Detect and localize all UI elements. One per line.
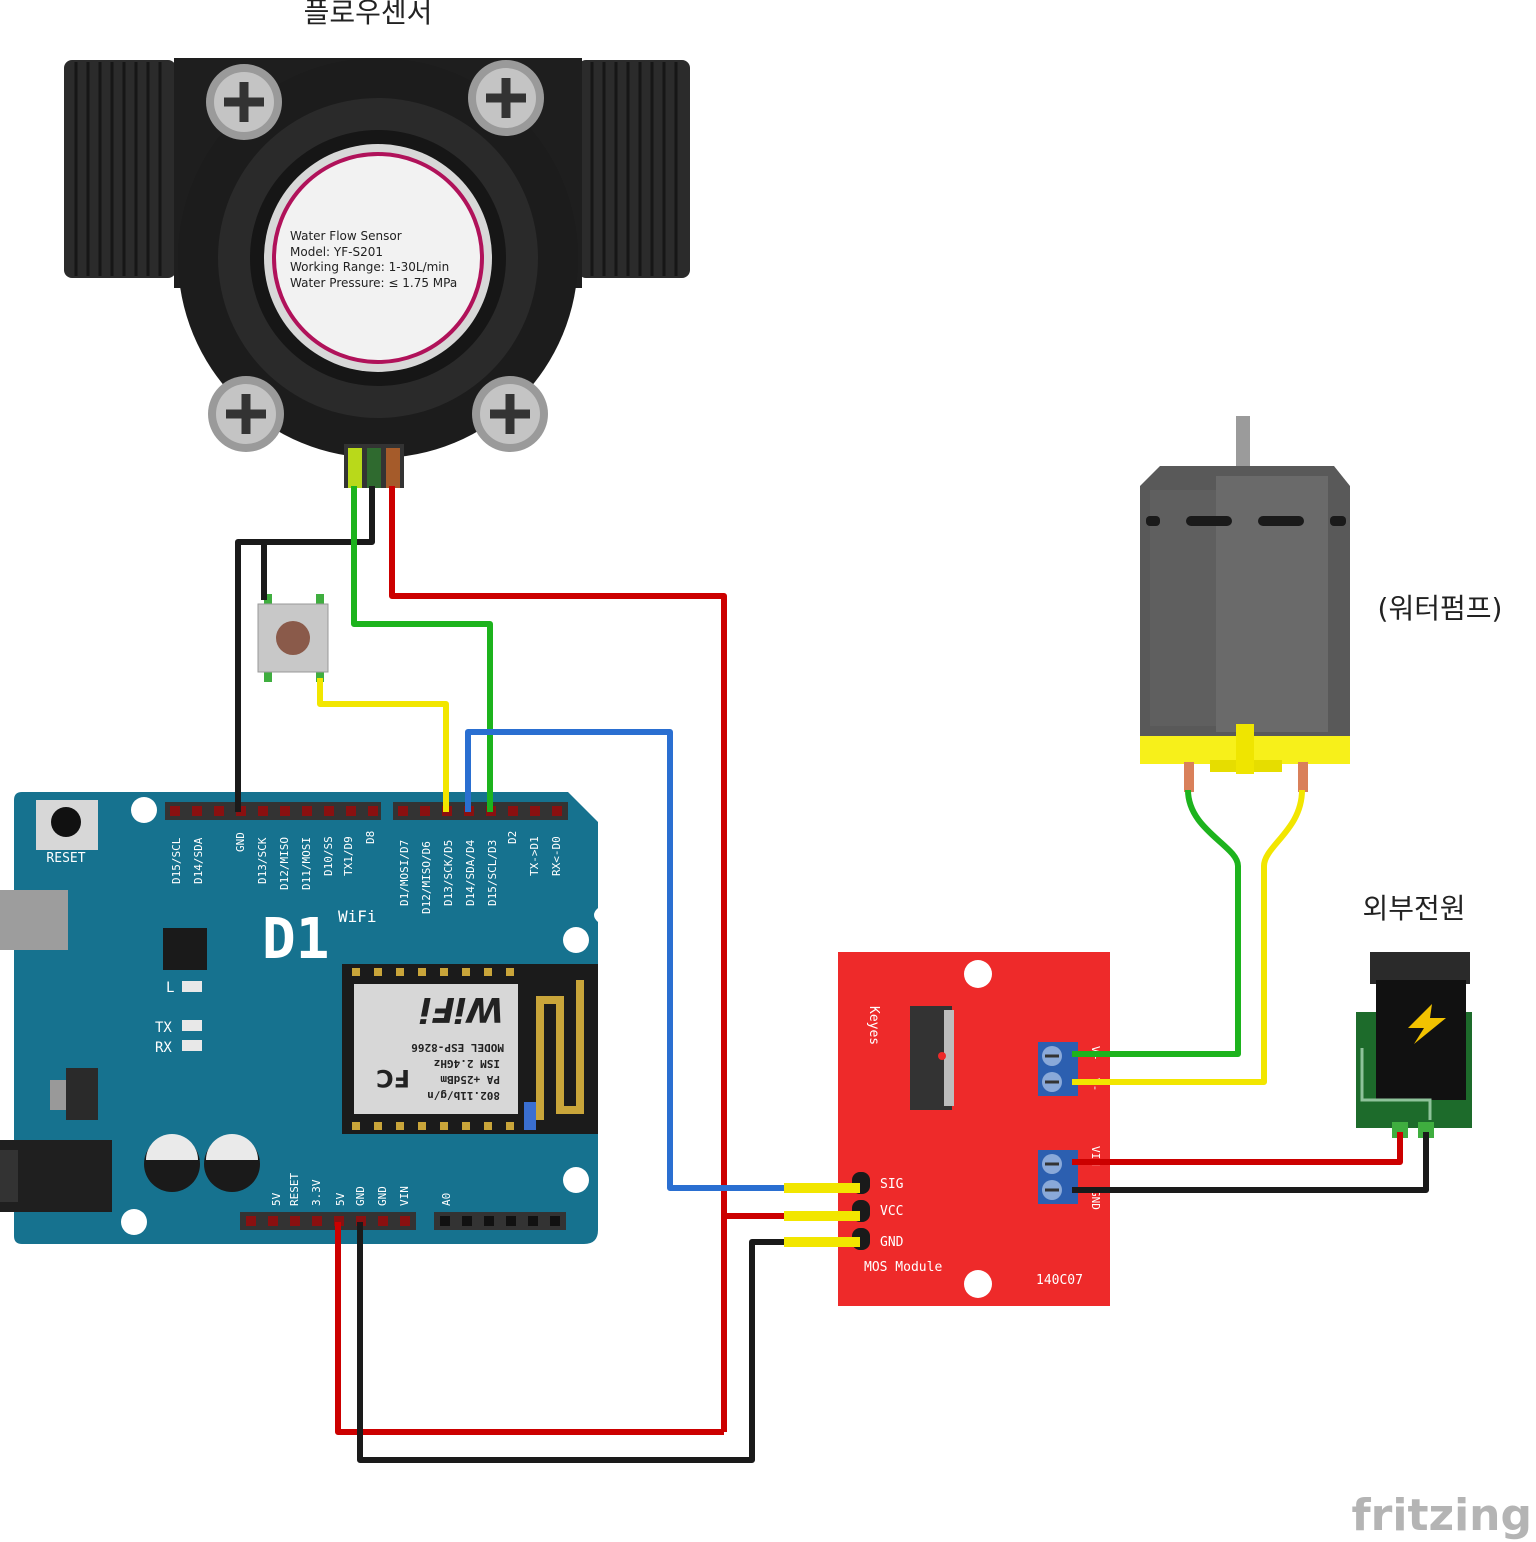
pin-label: TX1/D9 <box>342 836 355 876</box>
pin-label: D2 <box>506 831 519 844</box>
pin-label: D15/SCL <box>170 837 183 884</box>
mos-pin-vcc: VCC <box>880 1204 903 1219</box>
sensor-label-line3: Working Range: 1-30L/min <box>290 260 449 274</box>
wire-black-sensor-gnd <box>235 486 375 812</box>
esp-line1: 802.11b/g/n <box>427 1089 500 1102</box>
pin-label: GND <box>376 1186 389 1206</box>
wire-green-motor <box>1072 789 1241 1057</box>
flow-sensor-title: 플로우센서 <box>304 0 433 29</box>
d1-wifi-text: WiFi <box>338 907 377 926</box>
pin-label: D12/MISO/D6 <box>420 841 433 914</box>
reset-button[interactable] <box>36 800 98 850</box>
pin-label: D1/MOSI/D7 <box>398 840 411 906</box>
external-power-label: 외부전원 <box>1362 892 1465 925</box>
wemos-d1-board: RESET D1 WiFi L <box>0 792 598 1244</box>
pin-label: D12/MISO <box>278 837 291 890</box>
dc-power-jack <box>1356 952 1472 1138</box>
pin-label: D15/SCL/D3 <box>486 840 499 906</box>
sensor-label-line2: Model: YF-S201 <box>290 245 383 259</box>
pin-label: D10/SS <box>322 836 335 876</box>
mos-pin-gnd: GND <box>880 1235 904 1250</box>
wire-black-ext-power <box>1072 1132 1429 1193</box>
capacitor-icon <box>144 1134 260 1192</box>
esp-wifi-logo: WiFi <box>419 989 504 1029</box>
fritzing-watermark: fritzing <box>1352 1490 1532 1541</box>
esp-line3: ISM 2.4GHz <box>434 1057 500 1070</box>
wire-red-ext-power <box>1072 1132 1403 1165</box>
wire-yellow-motor <box>1072 789 1305 1085</box>
esp-line4: MODEL ESP-8266 <box>411 1041 504 1054</box>
pin-label: RX<-D0 <box>550 836 563 876</box>
wire-green-signal <box>351 486 493 812</box>
pin-label: D13/SCK <box>256 837 269 884</box>
push-button[interactable] <box>257 594 329 682</box>
mos-pin-sig: SIG <box>880 1177 904 1192</box>
pin-label: GND <box>354 1186 367 1206</box>
sensor-label-line1: Water Flow Sensor <box>290 229 402 243</box>
d1-logo: D1 <box>262 907 329 972</box>
sensor-label-line4: Water Pressure: ≤ 1.75 MPa <box>290 276 457 290</box>
pin-label: D14/SDA/D4 <box>464 839 477 906</box>
screw-terminal-input[interactable] <box>1038 1150 1078 1204</box>
pin-label: GND <box>234 832 247 852</box>
wires <box>235 486 1429 1463</box>
pin-label: 5V <box>270 1192 283 1206</box>
wire-red-sensor-vcc <box>389 486 727 1432</box>
esp-line2: PA +25dBm <box>440 1073 500 1086</box>
mos-brand: Keyes <box>866 1006 881 1045</box>
mos-module: Keyes V+ V- VIN GND SIG VCC GND MOS Modu… <box>838 952 1110 1306</box>
led-rx-label: RX <box>155 1040 172 1056</box>
screw-icon <box>468 60 544 136</box>
water-flow-sensor: Water Flow Sensor Model: YF-S201 Working… <box>64 58 690 488</box>
wire-black-gnd <box>357 1222 860 1463</box>
screw-icon <box>206 64 282 140</box>
pin-label: 5V <box>334 1192 347 1206</box>
pin-label: D13/SCK/D5 <box>442 840 455 906</box>
screw-terminal-output[interactable] <box>1038 1042 1078 1096</box>
pin-label: D11/MOSI <box>300 837 313 890</box>
pin-label: 3.3V <box>310 1179 323 1206</box>
mos-in-label-gnd: GND <box>1089 1190 1102 1210</box>
water-pump-label: (워터펌프) <box>1378 592 1503 625</box>
led-l-label: L <box>166 980 174 996</box>
wire-yellow-button <box>317 678 449 812</box>
pin-label: TX->D1 <box>528 836 541 876</box>
mos-module-name: MOS Module <box>864 1260 942 1275</box>
screw-icon <box>472 376 548 452</box>
lightning-icon <box>1408 1004 1446 1044</box>
screw-icon <box>208 376 284 452</box>
pin-label: A0 <box>440 1193 453 1206</box>
mos-module-code: 140C07 <box>1036 1273 1083 1288</box>
led-icon <box>182 981 202 1051</box>
water-pump-motor <box>1140 416 1350 792</box>
wire-blue-sig <box>465 729 860 1191</box>
pin-label: VIN <box>398 1186 411 1206</box>
reset-label: RESET <box>46 851 85 866</box>
wire-red-5v <box>335 1222 724 1435</box>
pin-label: D14/SDA <box>192 837 205 884</box>
esp-fcc: FC <box>376 1064 410 1092</box>
pin-label: RESET <box>288 1173 301 1206</box>
led-tx-label: TX <box>155 1020 172 1036</box>
pin-label: D8 <box>364 831 377 844</box>
